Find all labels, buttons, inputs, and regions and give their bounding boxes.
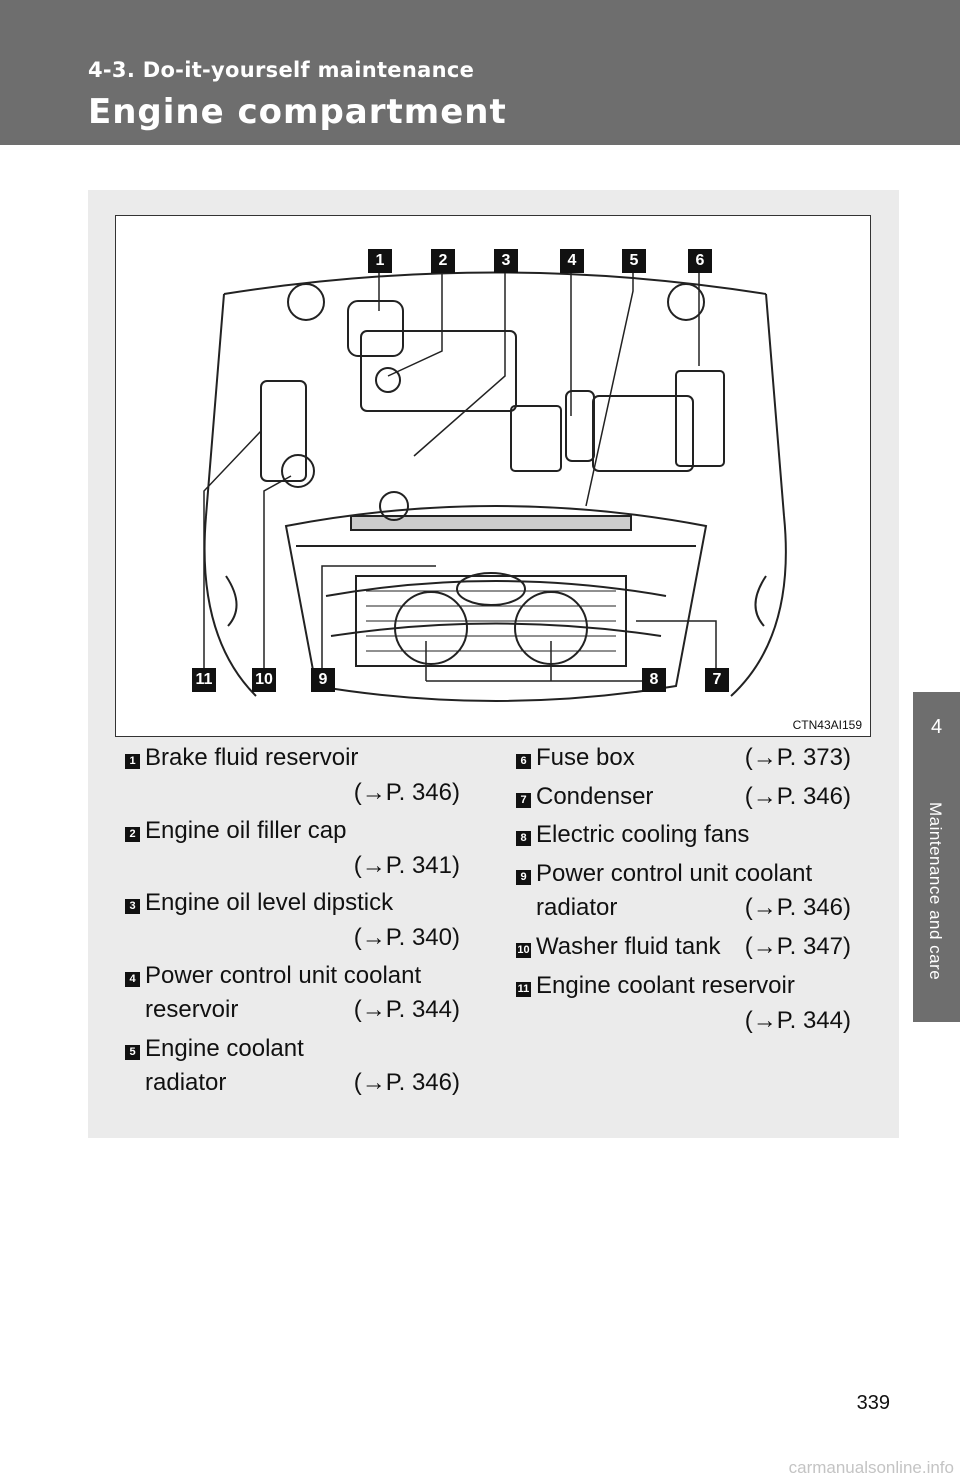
item-ref-5: (→P. 346) — [353, 1069, 460, 1096]
callout-11: 11 — [192, 668, 216, 692]
item-badge-3: 3 — [125, 899, 140, 914]
item-label-10: Washer fluid tank — [536, 933, 721, 960]
item-ref-11: (→P. 344) — [744, 1007, 851, 1034]
item-badge-10: 10 — [516, 943, 531, 958]
item-badge-11: 11 — [516, 982, 531, 997]
page-header: 4-3. Do-it-yourself maintenance Engine c… — [0, 0, 960, 145]
callout-5: 5 — [622, 249, 646, 273]
item-label-4b: reservoir — [145, 996, 239, 1023]
item-label-2: Engine oil filler cap — [145, 817, 347, 844]
item-badge-4: 4 — [125, 972, 140, 987]
item-badge-9: 9 — [516, 870, 531, 885]
engine-illustration — [203, 271, 787, 702]
page-title: Engine compartment — [88, 92, 507, 132]
item-badge-1: 1 — [125, 754, 140, 769]
item-label-5b: radiator — [145, 1069, 227, 1096]
callout-9: 9 — [311, 668, 335, 692]
callout-6: 6 — [688, 249, 712, 273]
item-badge-6: 6 — [516, 754, 531, 769]
chapter-tab[interactable]: 4 Maintenance and care — [913, 692, 960, 1022]
callout-4: 4 — [560, 249, 584, 273]
item-ref-1: (→P. 346) — [353, 779, 460, 806]
callout-1: 1 — [368, 249, 392, 273]
item-badge-7: 7 — [516, 793, 531, 808]
section-heading: 4-3. Do-it-yourself maintenance — [88, 58, 475, 82]
item-label-1: Brake fluid reservoir — [145, 744, 359, 771]
callout-10: 10 — [252, 668, 276, 692]
item-badge-8: 8 — [516, 831, 531, 846]
item-ref-7: (→P. 346) — [744, 783, 851, 810]
watermark: carmanualsonline.info — [788, 1458, 954, 1477]
item-badge-5: 5 — [125, 1045, 140, 1060]
item-label-5: Engine coolant — [145, 1035, 304, 1062]
chapter-number: 4 — [930, 716, 943, 738]
item-badge-2: 2 — [125, 827, 140, 842]
engine-diagram: 1 2 3 4 5 6 7 8 9 10 11 CTN43AI159 — [115, 215, 871, 737]
item-label-11: Engine coolant reservoir — [536, 972, 795, 999]
page-number: 339 — [856, 1392, 890, 1414]
callout-8: 8 — [642, 668, 666, 692]
item-label-4: Power control unit coolant — [145, 962, 422, 989]
chapter-label: Maintenance and care — [926, 802, 945, 981]
item-ref-2: (→P. 341) — [353, 852, 460, 879]
item-label-9b: radiator — [536, 894, 618, 921]
callout-3: 3 — [494, 249, 518, 273]
item-ref-4: (→P. 344) — [353, 996, 460, 1023]
item-label-3: Engine oil level dipstick — [145, 889, 394, 916]
callout-2: 2 — [431, 249, 455, 273]
figure-code: CTN43AI159 — [792, 718, 862, 732]
item-label-7: Condenser — [536, 783, 654, 810]
item-ref-6: (→P. 373) — [744, 744, 851, 771]
callout-7: 7 — [705, 668, 729, 692]
item-label-8: Electric cooling fans — [536, 821, 750, 848]
item-ref-9: (→P. 346) — [744, 894, 851, 921]
item-ref-3: (→P. 340) — [353, 924, 460, 951]
item-label-9: Power control unit coolant — [536, 860, 813, 887]
item-label-6: Fuse box — [536, 744, 635, 771]
item-ref-10: (→P. 347) — [744, 933, 851, 960]
